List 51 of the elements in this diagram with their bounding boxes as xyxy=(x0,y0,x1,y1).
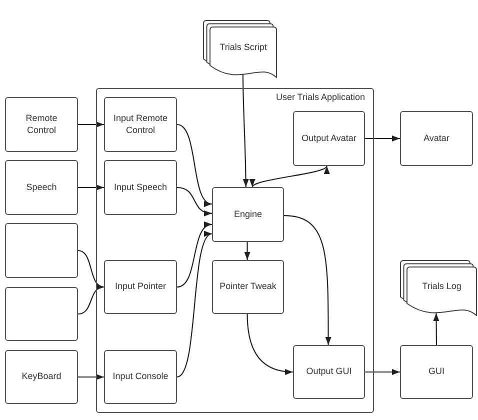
node-label: Input Pointer xyxy=(114,281,166,293)
node-label: Input Console xyxy=(112,371,168,383)
node-label: Avatar xyxy=(424,132,450,144)
process-box xyxy=(5,160,78,215)
arrow xyxy=(78,285,104,315)
process-box xyxy=(5,223,78,278)
node-label: Output GUI xyxy=(306,366,352,378)
arrow xyxy=(78,374,104,380)
process-box xyxy=(400,111,473,166)
process-box xyxy=(104,350,177,404)
process-box xyxy=(212,187,284,242)
node-label: Pointer Tweak xyxy=(220,281,276,293)
node-label: Speech xyxy=(26,182,57,194)
node-label: Remote Control xyxy=(24,112,58,136)
arrow xyxy=(176,124,212,205)
document-stack-shape xyxy=(400,260,477,316)
node-label: Trials Script xyxy=(220,42,267,54)
container-title: User Trials Application xyxy=(276,92,365,102)
process-box xyxy=(5,97,78,152)
process-box xyxy=(104,97,177,152)
node-label: Input Speech xyxy=(114,182,168,194)
node-label: Engine xyxy=(234,208,262,220)
document-stack-shape xyxy=(203,20,277,78)
node-label: Input Remote Control xyxy=(112,112,169,136)
arrow xyxy=(78,250,104,288)
process-box xyxy=(5,287,78,341)
node-label: Output Avatar xyxy=(302,132,356,144)
process-box xyxy=(293,345,365,399)
node-label: KeyBoard xyxy=(22,371,62,383)
process-box xyxy=(400,345,473,399)
container-box xyxy=(96,88,374,413)
process-box xyxy=(104,160,177,215)
arrow xyxy=(365,369,400,375)
process-box xyxy=(104,260,177,314)
arrow xyxy=(365,136,400,142)
arrow xyxy=(284,215,332,345)
arrow xyxy=(176,186,212,216)
node-label: GUI xyxy=(428,366,444,378)
arrow xyxy=(244,242,250,260)
node-label: Trials Log xyxy=(422,281,462,294)
process-box xyxy=(5,350,78,404)
arrow xyxy=(246,314,294,375)
arrow xyxy=(78,184,104,190)
double-arrow xyxy=(252,166,328,188)
process-box xyxy=(293,111,365,166)
arrow xyxy=(176,223,212,288)
arrow xyxy=(242,74,249,187)
process-box xyxy=(212,260,284,314)
arrow xyxy=(433,313,440,345)
arrow xyxy=(176,233,212,378)
arrow xyxy=(78,122,104,128)
